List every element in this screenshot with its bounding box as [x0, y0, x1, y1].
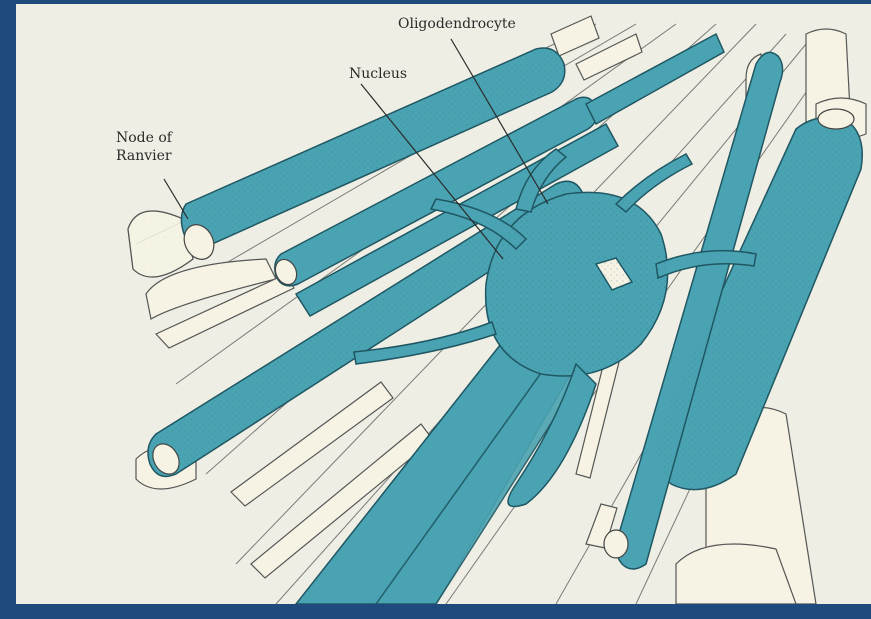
diagram-panel: Oligodendrocyte Nucleus Node of Ranvier	[16, 4, 871, 604]
label-node-of-ranvier-line2: Ranvier	[116, 148, 172, 165]
label-oligodendrocyte: Oligodendrocyte	[398, 16, 516, 33]
label-nucleus: Nucleus	[349, 66, 407, 83]
oligodendrocyte-illustration	[16, 4, 871, 604]
label-node-of-ranvier-line1: Node of	[116, 130, 172, 147]
